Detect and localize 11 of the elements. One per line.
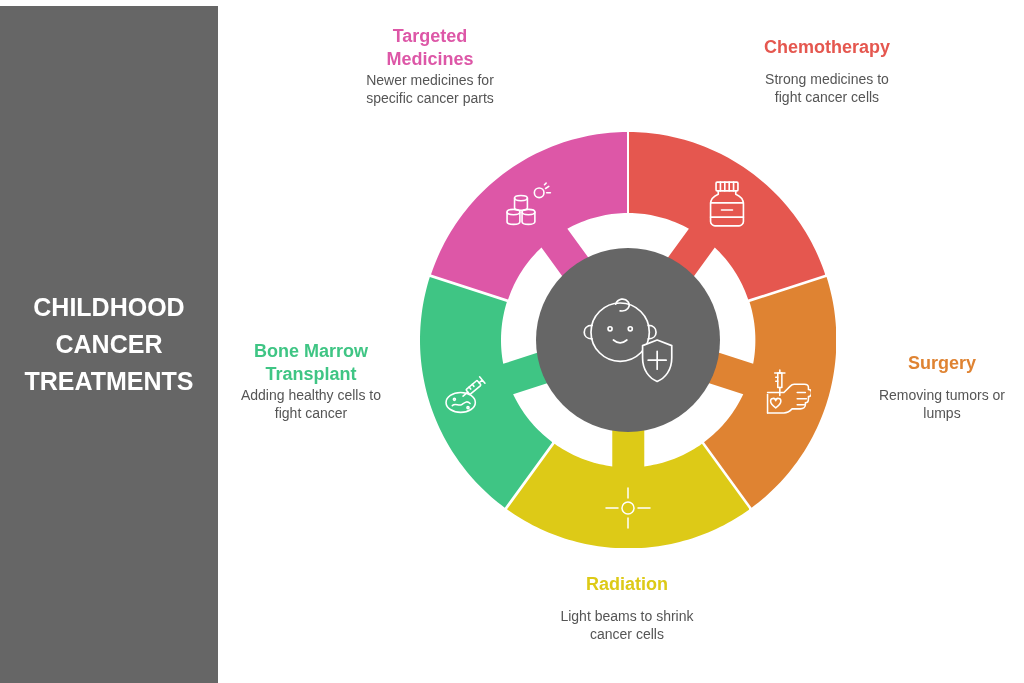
treatment-description: Adding healthy cells to fight cancer — [239, 386, 383, 422]
diagram-title: CHILDHOOD CANCER TREATMENTS — [23, 292, 195, 397]
treatment-description: Light beams to shrink cancer cells — [559, 607, 695, 643]
treatment-title: Bone Marrow Transplant — [253, 340, 369, 386]
treatment-title: Chemotherapy — [763, 36, 890, 59]
treatment-description: Newer medicines for specific cancer parts — [365, 71, 495, 107]
treatment-title: Targeted Medicines — [385, 25, 475, 71]
treatment-description: Removing tumors or lumps — [877, 386, 1006, 422]
treatment-description: Strong medicines to fight cancer cells — [764, 70, 890, 106]
treatment-title: Surgery — [907, 352, 976, 375]
treatment-title: Radiation — [585, 573, 668, 596]
